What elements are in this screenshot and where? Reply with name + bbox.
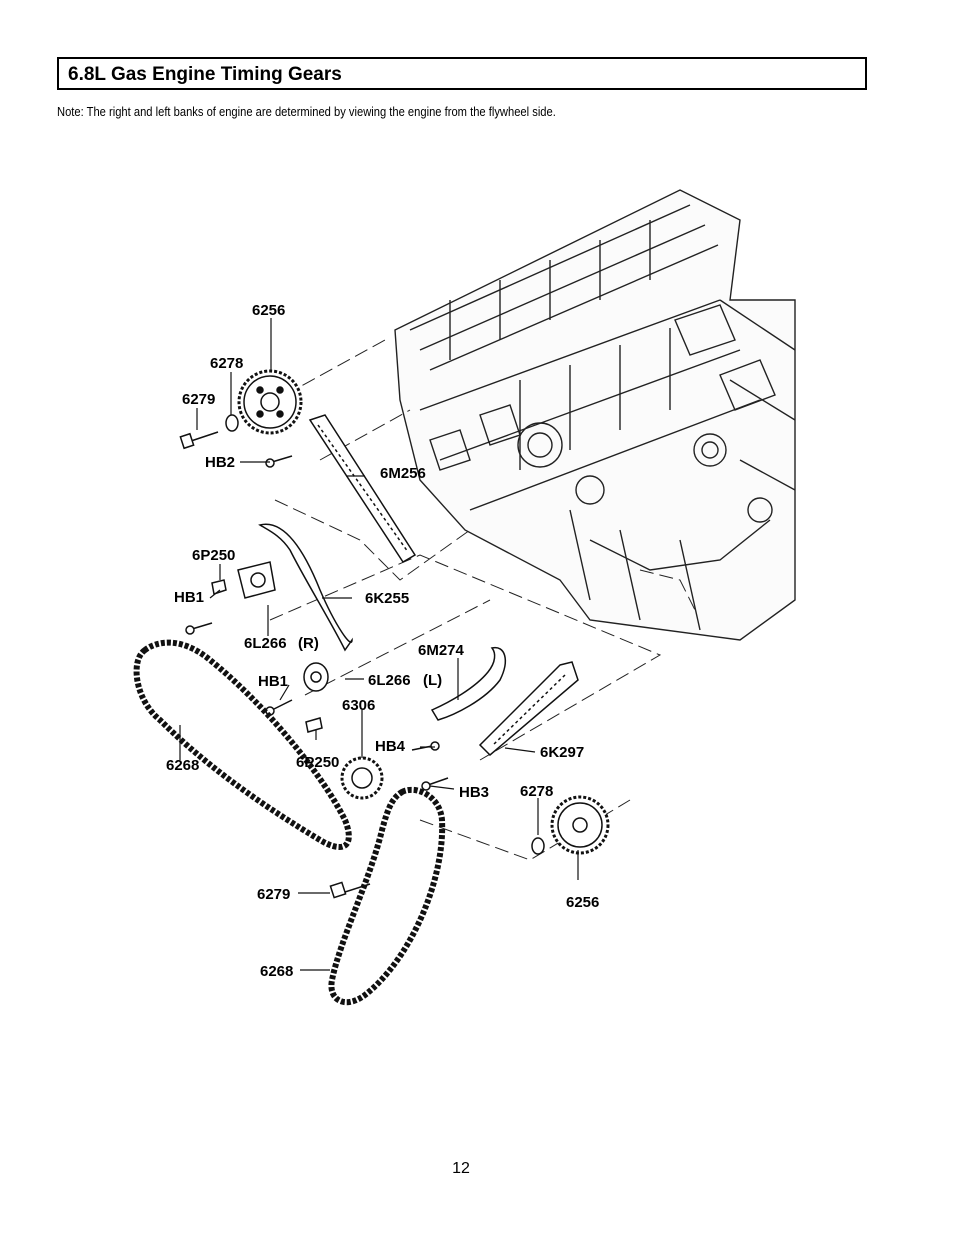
label-6278-top: 6278 bbox=[210, 355, 243, 372]
label-6279-bottom: 6279 bbox=[257, 886, 290, 903]
label-6306: 6306 bbox=[342, 697, 375, 714]
label-6279-top: 6279 bbox=[182, 391, 215, 408]
guide-6m274 bbox=[430, 646, 507, 721]
label-6268-bottom: 6268 bbox=[260, 963, 293, 980]
clip-6p250-mid bbox=[305, 717, 323, 733]
label-6p250-top: 6P250 bbox=[192, 547, 235, 564]
tensioner-6l266-left bbox=[303, 662, 329, 692]
note-text: Note: The right and left banks of engine… bbox=[57, 104, 556, 119]
bolt-6279-top bbox=[179, 431, 219, 450]
label-6l266-left-suffix: (L) bbox=[423, 672, 442, 689]
label-6l266-right-suffix: (R) bbox=[298, 635, 319, 652]
label-6278-bottom: 6278 bbox=[520, 783, 553, 800]
page-title: 6.8L Gas Engine Timing Gears bbox=[68, 64, 342, 85]
camshaft-sprocket-top bbox=[237, 369, 303, 435]
label-hb3: HB3 bbox=[459, 784, 489, 801]
washer-6278-bottom bbox=[531, 837, 545, 855]
label-hb2: HB2 bbox=[205, 454, 235, 471]
label-hb4: HB4 bbox=[375, 738, 406, 755]
crank-sprocket-6306 bbox=[340, 756, 384, 800]
bolt-hb1-top bbox=[185, 622, 213, 635]
bolt-hb2 bbox=[265, 455, 293, 468]
clip-6p250-top bbox=[211, 579, 227, 595]
label-6p250-mid: 6P250 bbox=[296, 754, 339, 771]
timing-chain-left-6268 bbox=[133, 639, 352, 851]
page-number: 12 bbox=[452, 1160, 470, 1177]
label-hb1-mid: HB1 bbox=[258, 673, 288, 690]
label-6m256: 6M256 bbox=[380, 465, 426, 482]
guide-6k297 bbox=[478, 661, 579, 757]
camshaft-sprocket-bottom bbox=[550, 795, 610, 855]
washer-6278-top bbox=[225, 414, 239, 432]
label-6k255: 6K255 bbox=[365, 590, 409, 607]
label-6256-top: 6256 bbox=[252, 302, 285, 319]
guide-6k255 bbox=[258, 523, 353, 652]
tensioner-6l266-right bbox=[237, 561, 276, 599]
label-6m274: 6M274 bbox=[418, 642, 465, 659]
section-title-box: 6.8L Gas Engine Timing Gears bbox=[57, 57, 867, 90]
label-hb1-top: HB1 bbox=[174, 589, 204, 606]
guide-6m256 bbox=[308, 414, 417, 564]
timing-gears-diagram: 6256 6278 6279 HB2 6M256 6P250 HB1 6K255… bbox=[133, 189, 796, 1006]
engine-block-illustration bbox=[394, 189, 796, 641]
label-6256-bottom: 6256 bbox=[566, 894, 599, 911]
leader-lines bbox=[179, 318, 579, 971]
label-6268-left: 6268 bbox=[166, 757, 199, 774]
bolt-hb4 bbox=[411, 741, 440, 751]
timing-chain-bottom-6268 bbox=[328, 786, 446, 1006]
alignment-lines bbox=[269, 339, 696, 861]
label-6l266-right: 6L266 bbox=[244, 635, 287, 652]
label-6k297: 6K297 bbox=[540, 744, 584, 761]
label-6l266-left: 6L266 bbox=[368, 672, 411, 689]
